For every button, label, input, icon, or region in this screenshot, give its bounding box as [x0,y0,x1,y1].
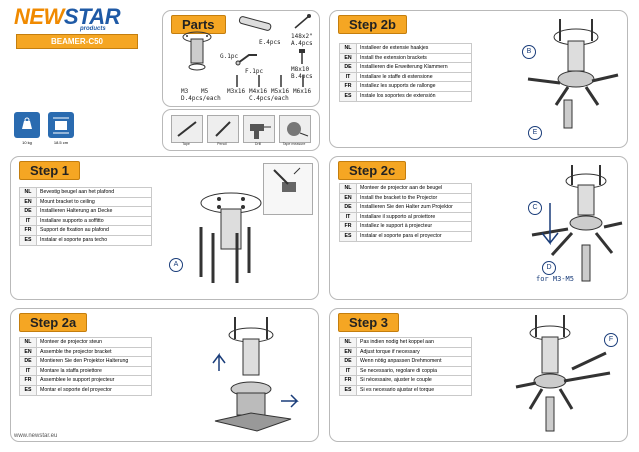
part-c-m6-label: M6x16 [293,88,312,95]
part-b-size-label: M8x10 [291,66,310,73]
ceiling-plate-drawing [182,31,212,71]
step2c-drawing [531,165,623,282]
model-label: BEAMER-C50 [16,34,138,49]
part-g-label: G.1pc [220,53,239,60]
part-e-label: E.4pcs [259,39,281,46]
step2a-title: Step 2a [19,313,88,332]
weight-spec [14,112,40,138]
screw-a-drawing [294,14,311,29]
step2c-title: Step 2c [338,161,407,180]
extension-bracket-drawing [238,16,272,31]
brand-name-part2: STAR [63,4,121,29]
tool-tape-label: Tape [182,142,190,146]
drill-detail-icon [273,167,301,192]
size-spec [48,112,74,138]
parts-panel: Parts G.1pc E.4pcs F.1pc 148x2" A.4pcs M… [162,10,320,107]
step1-title: Step 1 [19,161,81,180]
part-a-qty-label: A.4pcs [291,40,313,47]
step3-callout-f: F [604,333,618,347]
part-b-qty-label: B.4pcs [291,73,313,80]
step2c-callout-d: D [542,261,556,275]
part-c-m4-label: M4x16 [249,88,268,95]
part-d-qty-label: D.4pcs/each [181,95,221,102]
tool-tape-measure [279,115,311,143]
step2b-drawing [527,19,619,129]
size-icon [53,117,69,134]
pencil-icon [215,121,231,137]
tool-drill-label: Drill [254,142,262,146]
part-d-m3-label: M3 [181,88,189,95]
part-a-size-label: 148x2" [291,33,313,40]
tools-panel: Tape Pencil Drill Tape measure [162,109,320,151]
part-f-label: F.1pc [245,68,264,75]
brand-name-part1: NEW [14,4,64,29]
step1-callout-a: A [169,258,183,272]
part-d-m5-label: M5 [201,88,209,95]
part-c-m5-label: M5x16 [271,88,290,95]
parts-title: Parts [171,15,226,34]
tool-pencil [207,115,239,143]
brand-logo: NEWSTAR [14,4,121,30]
tape-measure-icon [287,122,309,137]
website-link[interactable]: www.newstar.eu [14,433,58,439]
step3-title: Step 3 [338,313,400,332]
weight-icon [22,117,32,129]
brand-tagline: products [80,26,106,32]
step2a-drawing [212,317,299,432]
step2b-title: Step 2b [338,15,407,34]
step3-drawing [515,315,611,432]
part-c-m3-label: M3x16 [227,88,246,95]
tool-drill [243,115,275,143]
step2c-callout-c: C [528,201,542,215]
tool-tape [171,115,203,143]
step1-inset [263,163,313,215]
arm-part-drawing [235,54,257,66]
size-label: 18.5 cm [53,140,69,145]
drill-icon [250,124,271,139]
step1-drawing [199,192,262,283]
weight-label: 10 kg [22,140,32,145]
step2c-note: for M3-M5 [536,275,574,283]
tape-icon [177,121,197,137]
step2b-callout-b: B [522,45,536,59]
screws-c-drawing [236,75,304,87]
bolt-b-drawing [299,49,305,64]
part-c-qty-label: C.4pcs/each [249,95,289,102]
tool-tape-measure-label: Tape measure [282,142,306,146]
tool-pencil-label: Pencil [217,142,227,146]
step2b-callout-e: E [528,126,542,140]
